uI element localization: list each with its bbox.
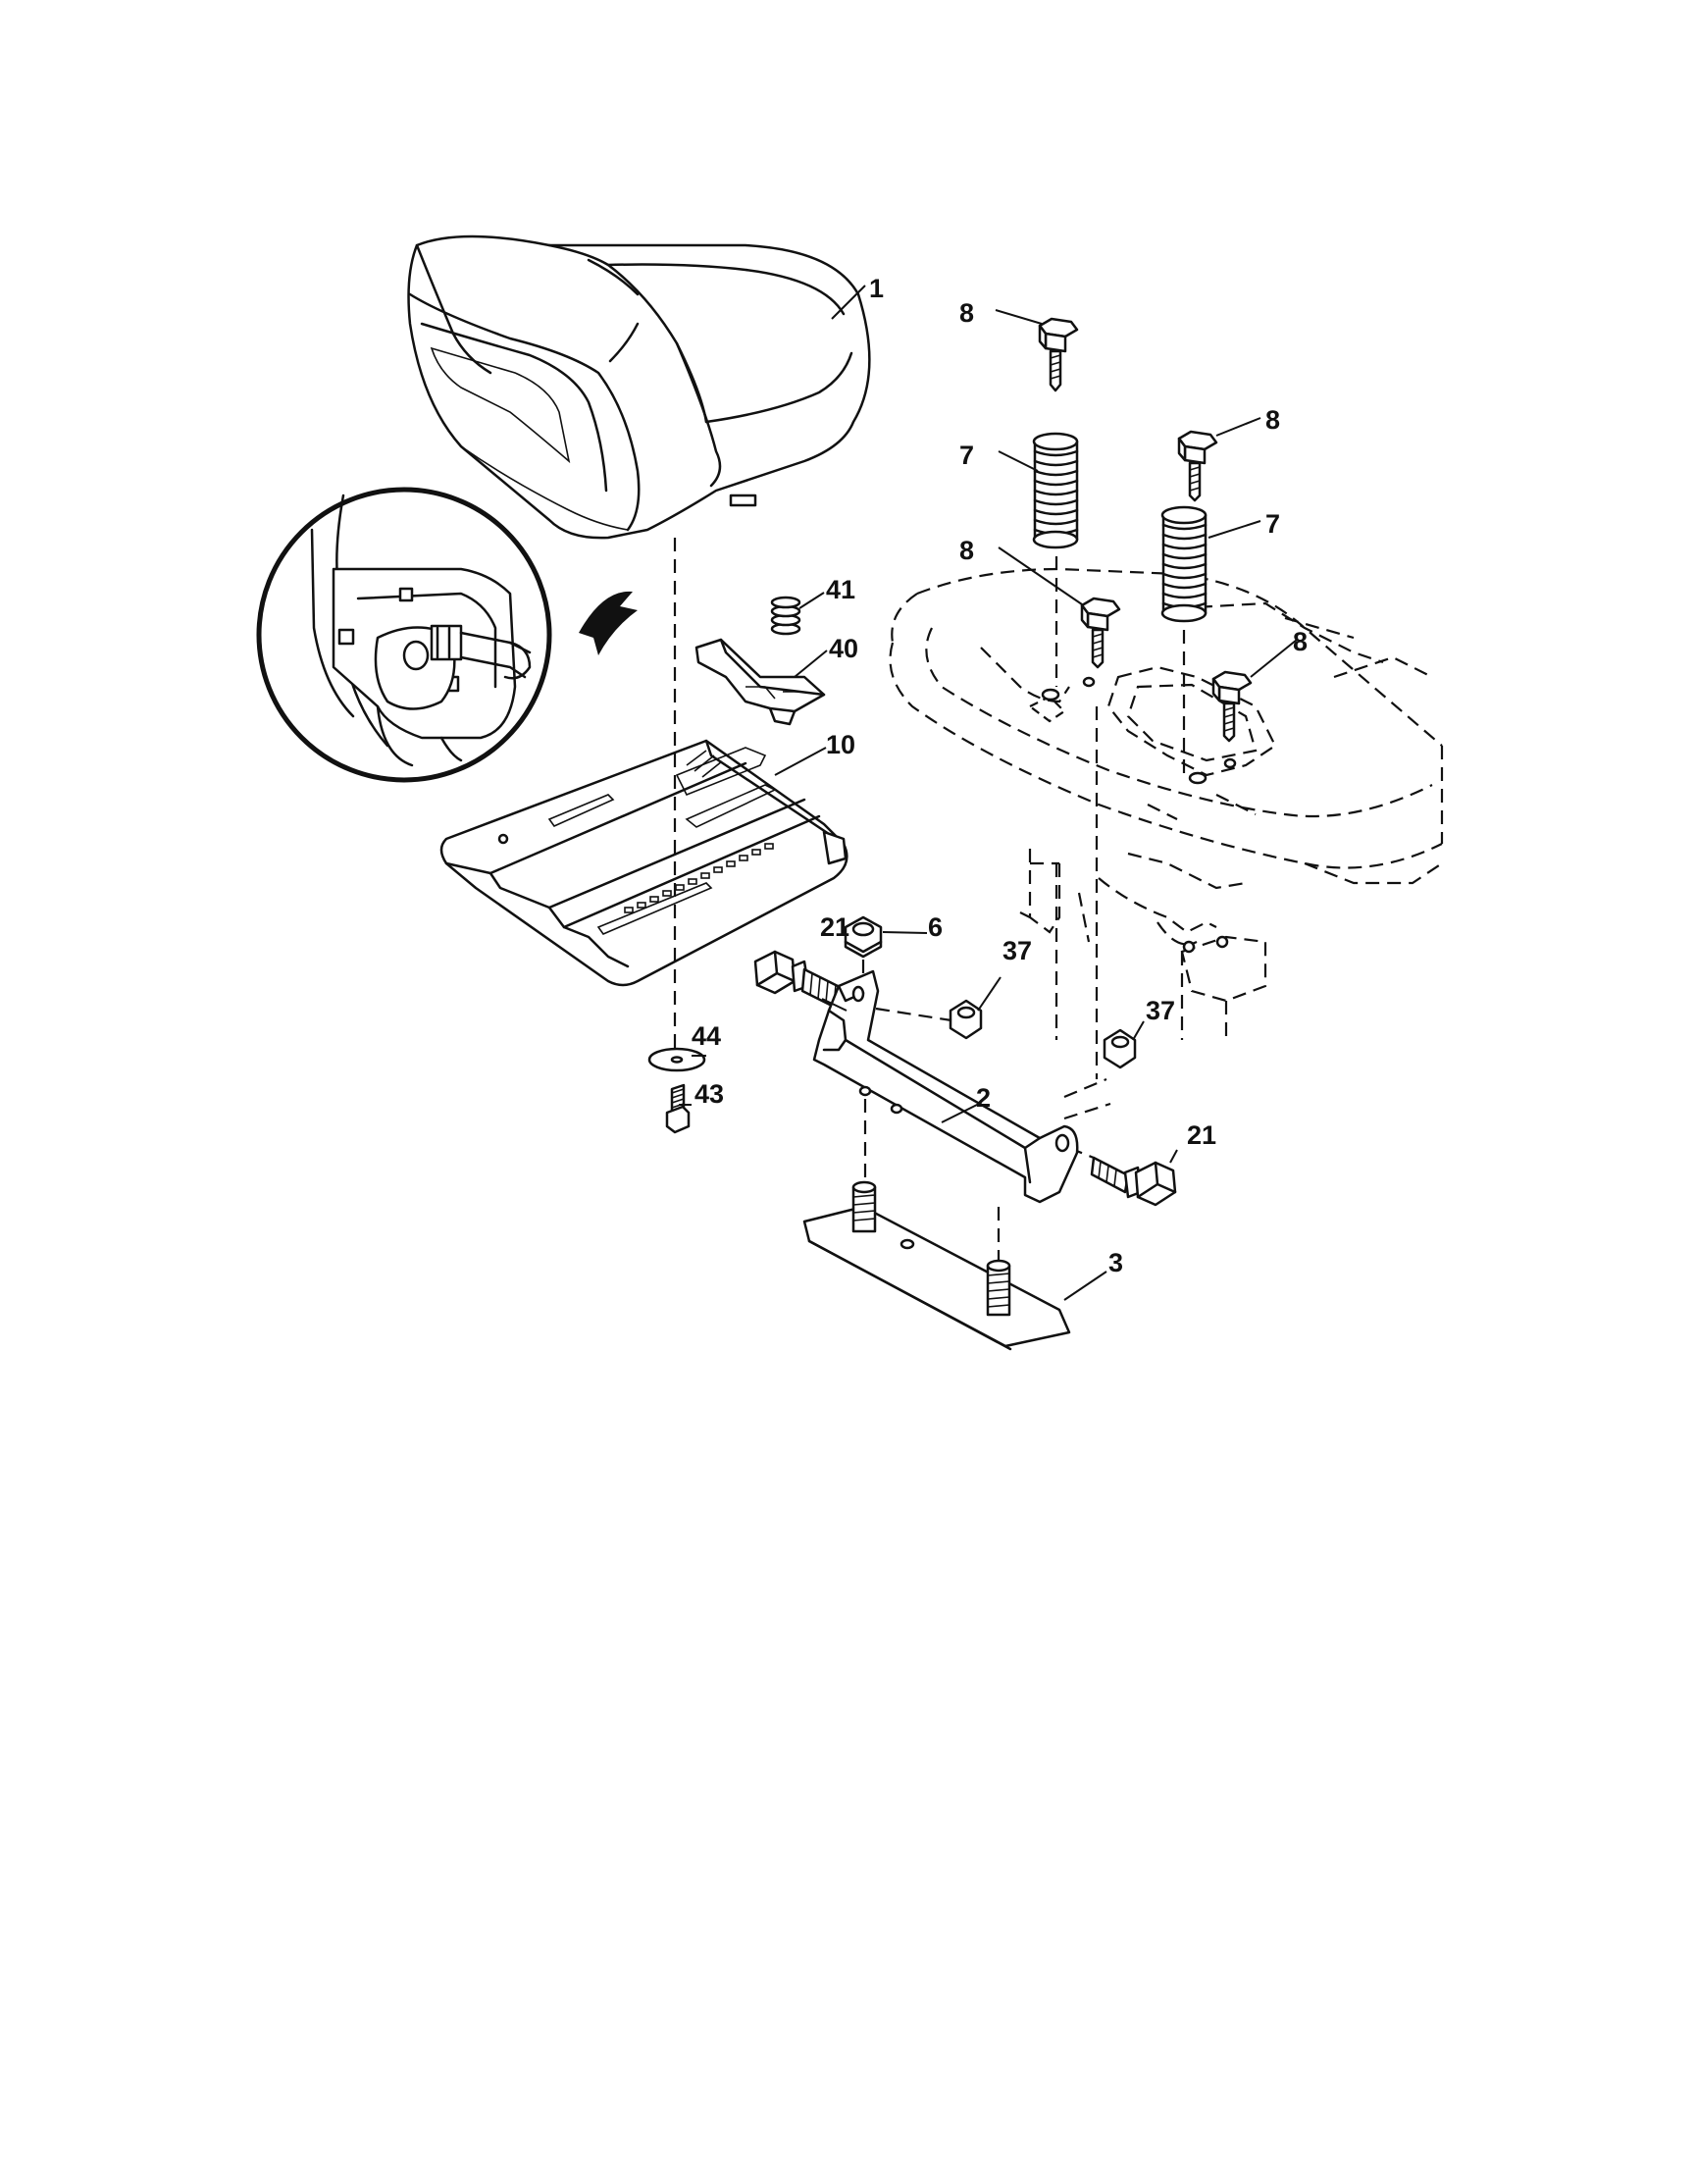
callout-44: 44: [692, 1021, 721, 1051]
callout-10: 10: [826, 730, 855, 759]
latch-bracket-part: [694, 638, 826, 726]
spring-bolt-part-3: [1080, 597, 1121, 669]
callout-37: 37: [1146, 996, 1175, 1025]
callout-8: 8: [1265, 405, 1280, 435]
small-bolt-part: [665, 1083, 691, 1134]
lock-nut-part: [844, 915, 883, 959]
mounting-plate-part: [802, 1180, 1071, 1351]
spring-bolt-part-1: [1038, 317, 1079, 392]
spring-bolt-part-4: [1211, 670, 1253, 743]
washer-part: [647, 1047, 706, 1072]
small-spring-part: [770, 596, 801, 636]
callout-2: 2: [976, 1083, 991, 1113]
callout-8: 8: [959, 298, 974, 328]
chassis-outline: [889, 567, 1444, 1040]
callout-1: 1: [869, 274, 884, 303]
seat-spring-part-1: [1032, 432, 1079, 549]
detail-magnifier: [256, 487, 638, 783]
callout-37: 37: [1002, 936, 1032, 965]
seat-pan-part: [439, 739, 848, 987]
callout-7: 7: [1265, 509, 1280, 539]
callout-40: 40: [829, 634, 858, 663]
callout-8: 8: [959, 536, 974, 565]
leader-lines: [679, 285, 1298, 1301]
callout-6: 6: [928, 912, 943, 942]
callout-7: 7: [959, 441, 974, 470]
hex-nut-part-1: [949, 999, 983, 1040]
seat-part: [407, 234, 871, 540]
hex-nut-part-2: [1103, 1028, 1137, 1069]
callout-21: 21: [820, 912, 849, 942]
seat-spring-part-2: [1160, 505, 1208, 623]
callout-41: 41: [826, 575, 855, 604]
seat-bracket-part: [812, 969, 1079, 1204]
spring-bolt-part-2: [1177, 430, 1218, 502]
callout-labels: 1 8 8 7 7 8 8 41 40 10 21 6 37 37 44 43 …: [692, 274, 1308, 1277]
callout-8: 8: [1293, 627, 1308, 656]
shoulder-bolt-part-2: [1090, 1156, 1177, 1207]
callout-3: 3: [1108, 1248, 1123, 1277]
callout-43: 43: [694, 1079, 724, 1109]
callout-21: 21: [1187, 1120, 1216, 1150]
